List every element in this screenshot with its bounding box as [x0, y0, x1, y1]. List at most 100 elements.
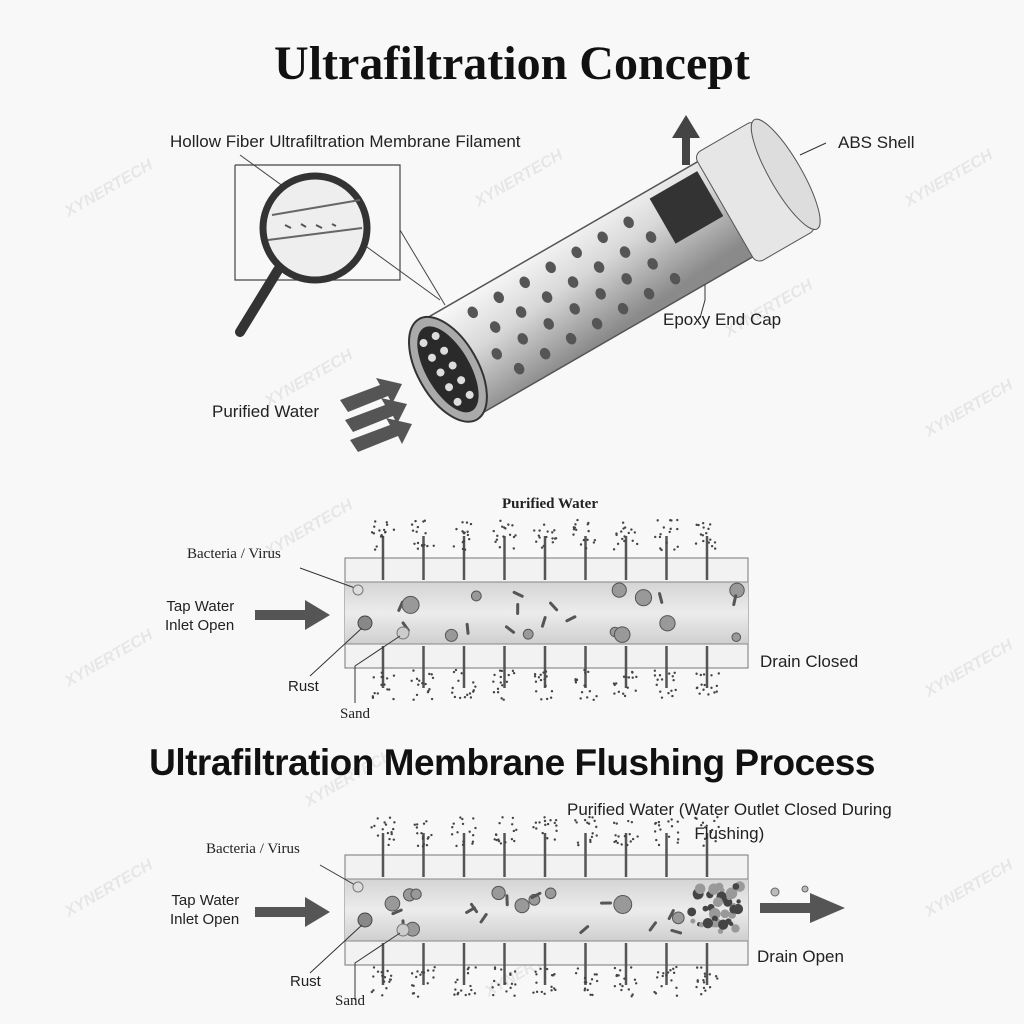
- water-droplet: [535, 981, 538, 984]
- particle-rust: [671, 911, 685, 925]
- water-droplet: [544, 670, 548, 673]
- water-droplet: [709, 830, 713, 834]
- water-droplet: [461, 822, 465, 826]
- water-droplet: [532, 991, 535, 994]
- water-droplet: [410, 679, 413, 682]
- particle-bacteria: [465, 622, 470, 635]
- water-droplet: [545, 675, 548, 678]
- water-droplet: [589, 982, 592, 985]
- water-droplet: [421, 544, 424, 548]
- water-droplet: [502, 535, 505, 538]
- water-droplet: [628, 832, 631, 836]
- water-droplet: [432, 969, 435, 972]
- water-droplet: [698, 692, 701, 695]
- shell-hole: [491, 348, 503, 360]
- water-droplet: [372, 966, 376, 969]
- water-droplet: [675, 965, 678, 969]
- water-droplet: [702, 688, 705, 691]
- water-droplet: [370, 990, 374, 994]
- inlet-arrows-icon: [340, 378, 412, 452]
- debris-cluster: [720, 909, 730, 919]
- water-droplet: [614, 682, 618, 685]
- water-droplet: [710, 828, 714, 832]
- water-droplet: [553, 821, 556, 825]
- water-droplet: [677, 838, 680, 841]
- water-droplet: [661, 974, 664, 978]
- water-droplet: [667, 691, 670, 695]
- water-droplet: [617, 974, 620, 977]
- water-droplet: [626, 843, 629, 847]
- water-droplet: [380, 683, 383, 687]
- water-droplet: [612, 548, 616, 551]
- water-droplet: [416, 547, 420, 550]
- water-droplet: [714, 975, 718, 978]
- water-droplet: [703, 837, 707, 841]
- water-droplet: [580, 690, 584, 694]
- water-droplet: [509, 972, 512, 975]
- water-droplet: [388, 837, 391, 841]
- water-droplet: [537, 676, 541, 679]
- water-droplet: [623, 539, 626, 543]
- water-droplet: [587, 822, 591, 825]
- shell-hole: [597, 231, 608, 244]
- water-droplet: [631, 539, 634, 542]
- water-droplet: [416, 525, 420, 529]
- shell-hole: [489, 321, 501, 333]
- drain-open-label: Drain Open: [757, 947, 844, 966]
- shell-hole: [647, 258, 658, 270]
- water-droplet: [546, 822, 550, 826]
- water-droplet: [676, 841, 679, 844]
- water-droplet: [701, 821, 705, 824]
- water-droplet: [612, 821, 616, 825]
- water-droplet: [713, 691, 716, 694]
- water-droplet: [631, 671, 634, 674]
- water-droplet: [496, 534, 499, 538]
- water-droplet: [422, 520, 425, 523]
- water-droplet: [539, 673, 542, 676]
- water-droplet: [653, 669, 657, 672]
- water-droplet: [660, 984, 663, 988]
- shell-hole: [623, 216, 634, 229]
- water-droplet: [493, 838, 496, 841]
- water-droplet: [716, 977, 719, 980]
- water-droplet: [584, 547, 588, 550]
- water-droplet: [461, 843, 465, 847]
- water-droplet: [627, 819, 630, 823]
- particle-rust: [611, 582, 627, 598]
- water-droplet: [452, 822, 455, 825]
- water-droplet: [453, 993, 456, 996]
- water-droplet: [701, 521, 705, 525]
- water-droplet: [432, 544, 435, 548]
- water-droplet: [670, 979, 673, 982]
- bacteria-marker: [352, 881, 364, 893]
- water-droplet: [655, 683, 658, 687]
- water-droplet: [388, 816, 392, 819]
- water-droplet: [512, 829, 516, 833]
- fiber-end: [431, 332, 440, 341]
- water-droplet: [710, 674, 713, 677]
- water-droplet: [702, 526, 705, 529]
- leader-bacteria: [319, 864, 356, 886]
- particle-rust: [522, 628, 534, 640]
- particle-bacteria: [540, 616, 547, 628]
- water-droplet: [592, 698, 595, 702]
- water-droplet: [471, 690, 475, 693]
- particle-bacteria: [565, 615, 577, 623]
- fiber-end: [419, 339, 428, 348]
- water-droplet: [660, 678, 664, 681]
- water-droplet: [709, 538, 712, 541]
- water-droplet: [713, 547, 717, 550]
- water-droplet: [545, 697, 549, 701]
- water-droplet: [620, 843, 623, 846]
- particle-bacteria: [670, 928, 683, 935]
- water-droplet: [699, 673, 703, 677]
- outlet-arrow-icon: [672, 115, 700, 165]
- water-droplet: [386, 831, 390, 835]
- water-droplet: [541, 831, 544, 835]
- water-droplet: [619, 983, 622, 986]
- water-droplet: [470, 988, 473, 992]
- water-droplet: [705, 824, 708, 828]
- water-droplet: [549, 696, 553, 699]
- bacteria-virus-label: Bacteria / Virus: [187, 546, 281, 562]
- water-droplet: [660, 548, 663, 552]
